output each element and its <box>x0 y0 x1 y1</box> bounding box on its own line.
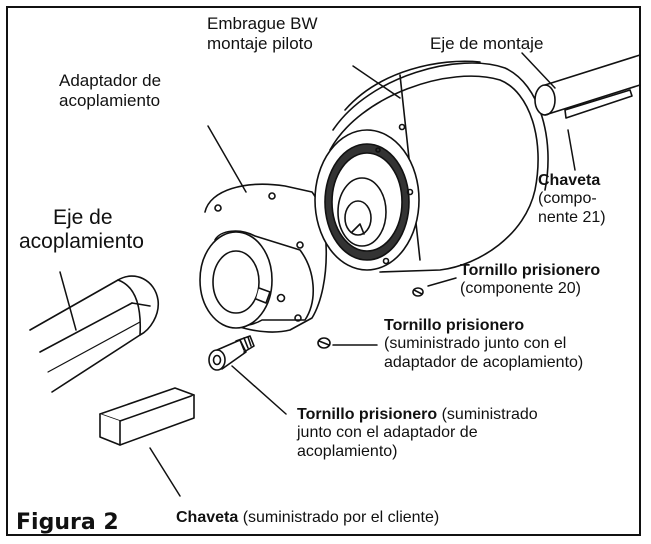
label-setscrew-3-title: Tornillo prisionero <box>297 406 438 423</box>
figure-caption: Figura 2 <box>16 510 119 535</box>
label-clutch: Embrague BW montaje piloto <box>207 14 318 53</box>
label-setscrew-1: Tornillo prisionero (componente 20) <box>460 262 600 299</box>
label-setscrew-1-sub: (componente 20) <box>460 280 581 298</box>
label-key-bottom-rest: (suministrado por el cliente) <box>238 509 440 526</box>
label-key-bottom-title: Chaveta <box>176 509 239 526</box>
label-setscrew-3: Tornillo prisionero (suministrado junto … <box>297 406 538 461</box>
label-setscrew-1-title: Tornillo prisionero <box>460 262 601 279</box>
label-setscrew-3-line1: Tornillo prisionero (suministrado <box>297 406 538 424</box>
label-clutch-line2: montaje piloto <box>207 33 313 53</box>
label-coupling-shaft-line2: acoplamiento <box>19 230 144 254</box>
label-adapter-line1: Adaptador de <box>59 71 162 90</box>
cap-screw-drawing <box>208 335 255 371</box>
label-setscrew-2-line2: adaptador de acoplamiento) <box>384 353 584 371</box>
mounting-shaft-drawing <box>534 54 641 119</box>
label-setscrew-3-rest: (suministrado <box>437 406 538 423</box>
label-key-right-line1: (compo- <box>538 190 597 208</box>
label-key-right: Chaveta (compo- nente 21) <box>538 172 606 227</box>
label-setscrew-2: Tornillo prisionero (suministrado junto … <box>384 317 583 372</box>
leader-lines <box>59 52 576 497</box>
label-key-right-title: Chaveta <box>538 172 601 189</box>
coupling-shaft-drawing <box>29 275 160 393</box>
label-coupling-shaft: Eje de acoplamiento <box>19 206 144 254</box>
clutch-drawing <box>314 60 549 273</box>
label-setscrew-2-title: Tornillo prisionero <box>384 317 525 334</box>
label-key-right-line2: nente 21) <box>538 208 606 226</box>
coupling-adapter-drawing <box>199 183 328 333</box>
label-coupling-shaft-line1: Eje de <box>53 206 113 229</box>
label-adapter-line2: acoplamiento <box>59 90 161 110</box>
figure-frame <box>6 6 641 536</box>
label-key-bottom: Chaveta (suministrado por el cliente) <box>176 509 439 527</box>
label-clutch-line1: Embrague BW <box>207 14 318 33</box>
set-screw-drawings <box>317 287 424 349</box>
label-adapter: Adaptador de acoplamiento <box>59 71 161 110</box>
label-setscrew-3-line3: acoplamiento) <box>297 442 398 460</box>
label-mounting-shaft: Eje de montaje <box>430 34 544 53</box>
label-setscrew-3-line2: junto con el adaptador de <box>297 424 478 442</box>
label-setscrew-2-line1: (suministrado junto con el <box>384 335 567 353</box>
bottom-key-drawing <box>99 387 195 446</box>
